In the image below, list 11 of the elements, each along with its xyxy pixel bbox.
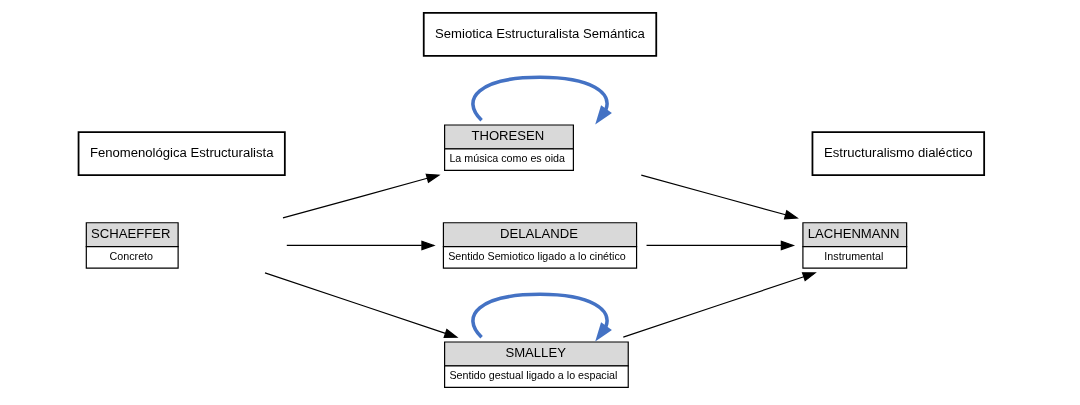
node-box: Estructuralismo dialéctico: [811, 131, 986, 176]
arrow: [471, 292, 612, 342]
node-box: Semiotica Estructuralista Semántica: [422, 12, 658, 57]
arrow: [282, 173, 441, 219]
arrow: [286, 240, 436, 251]
arrow: [264, 272, 459, 338]
arrow: [622, 272, 817, 338]
node-box: Fenomenológica Estructuralista: [77, 131, 286, 176]
arrow: [640, 174, 799, 220]
arrow: [645, 240, 796, 251]
arrow: [471, 75, 612, 125]
